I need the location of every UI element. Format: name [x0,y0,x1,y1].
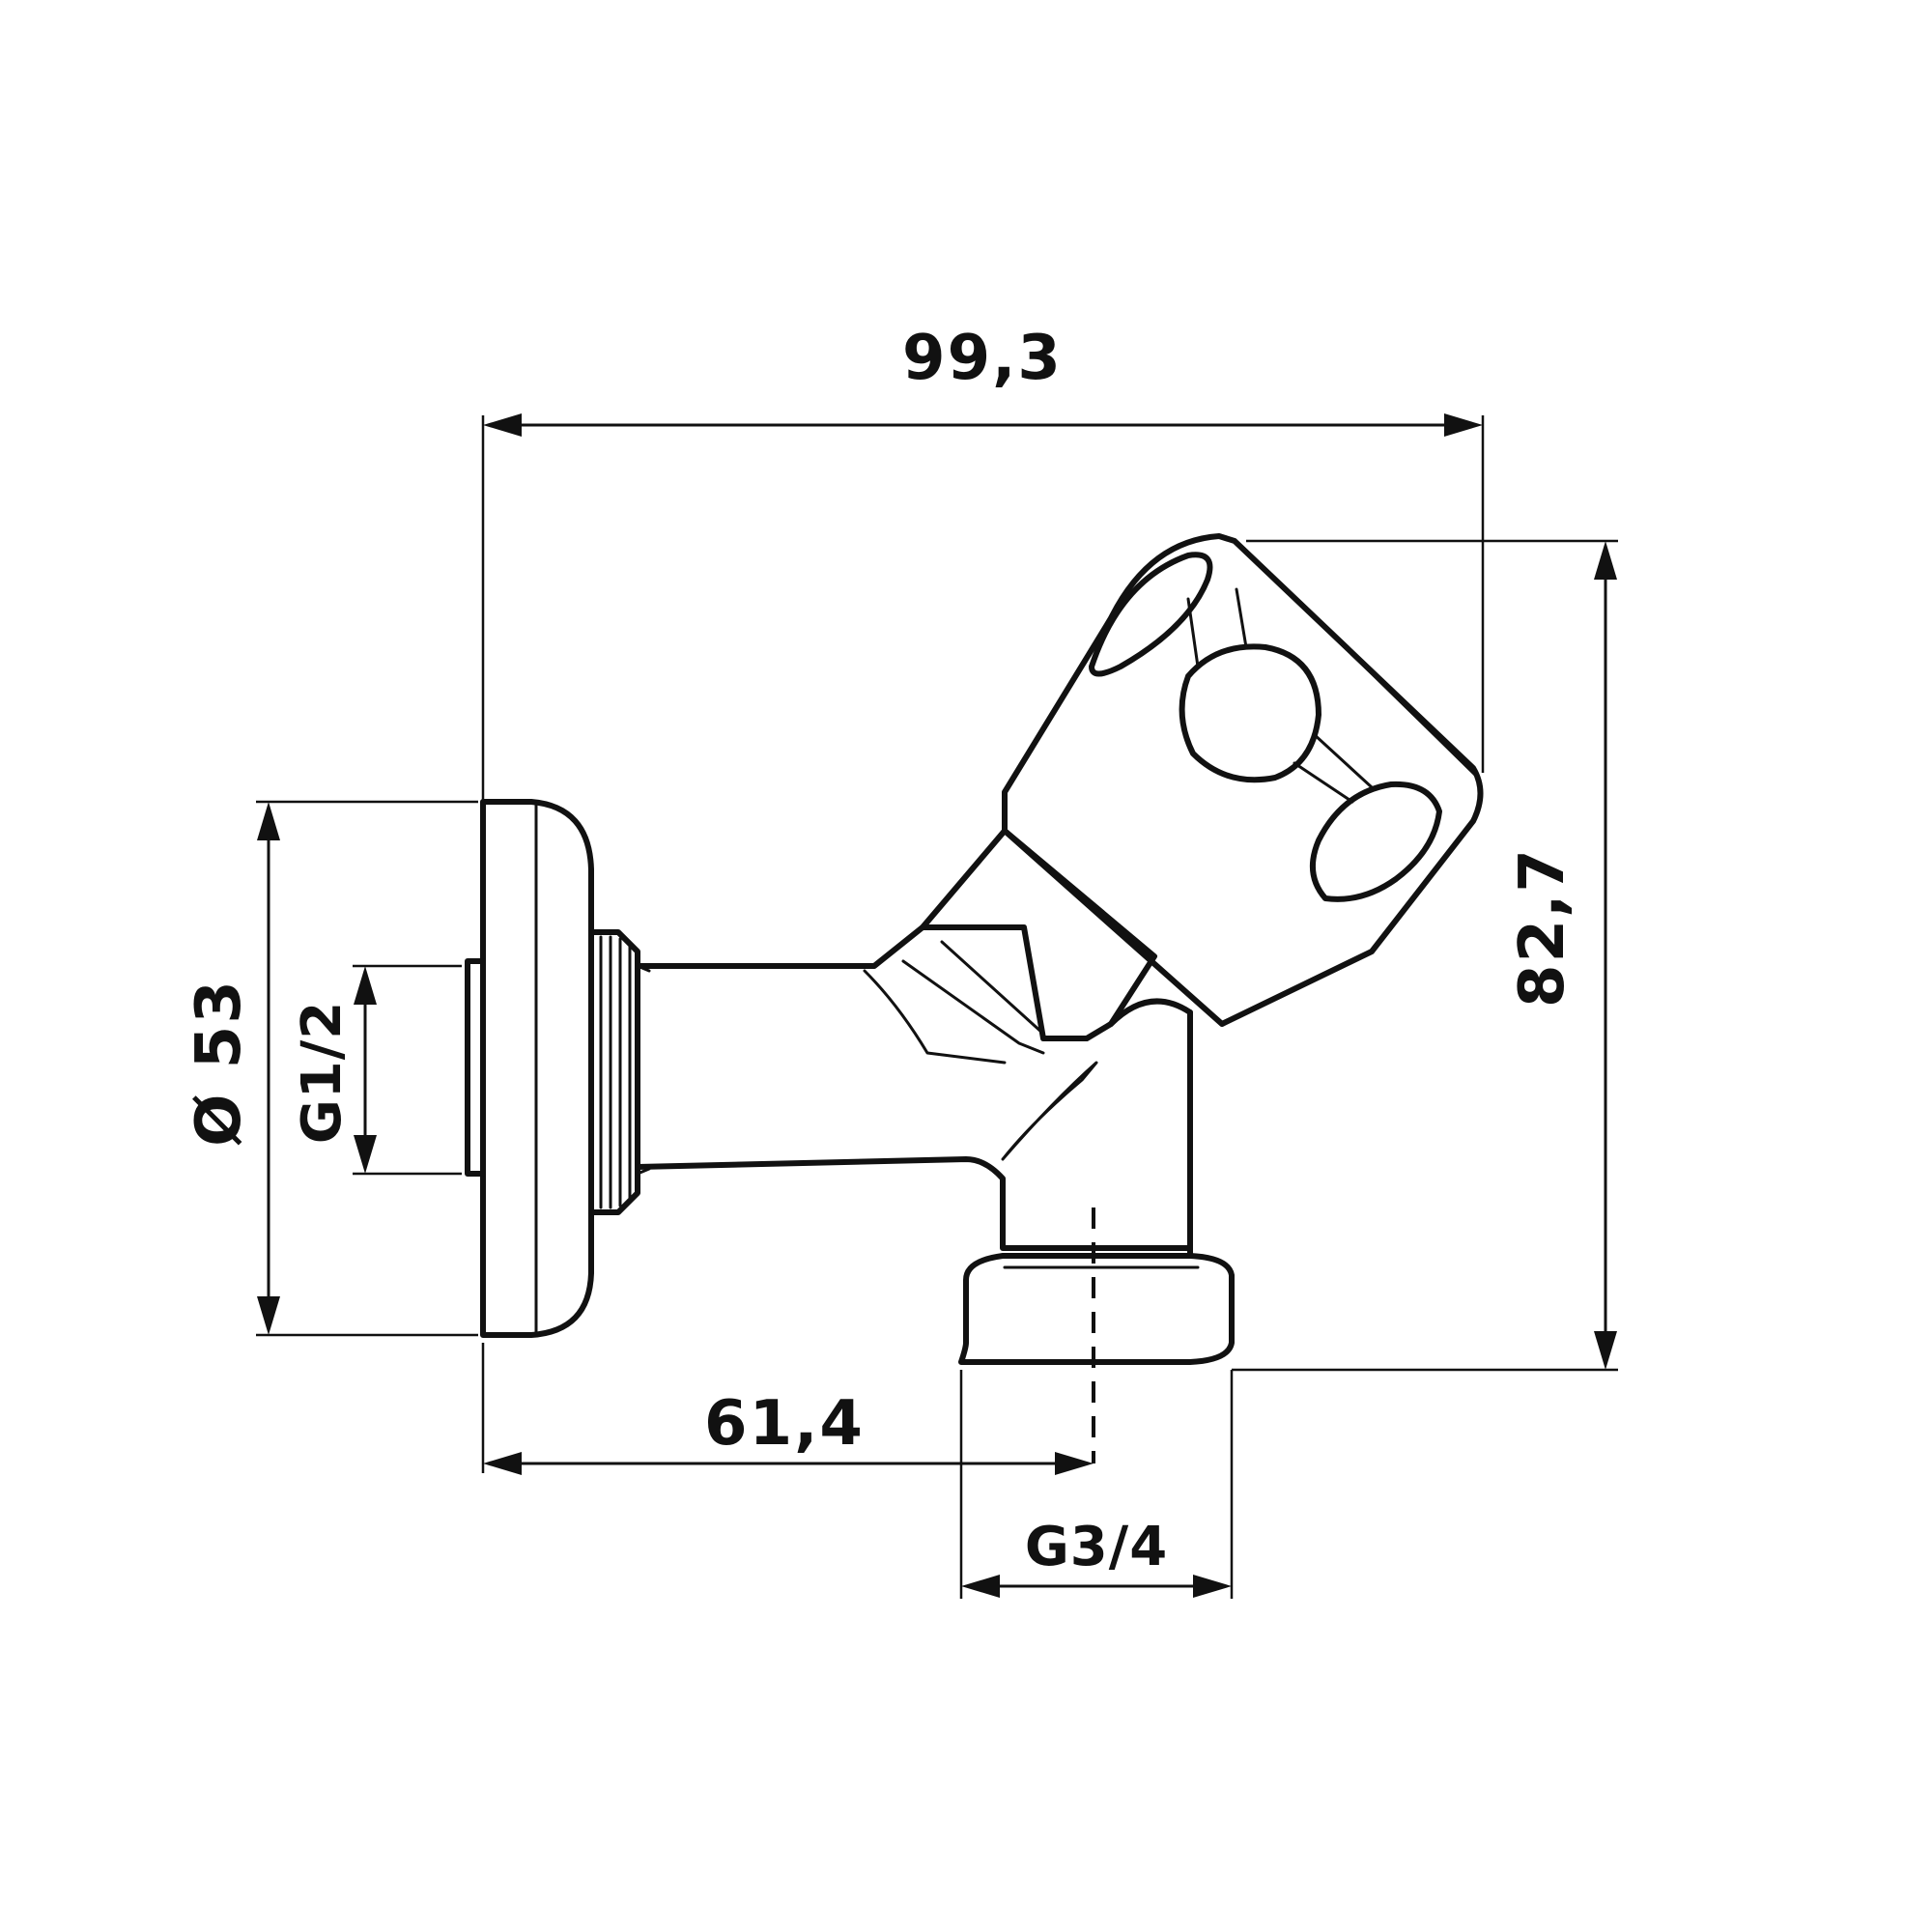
arrowhead-top [1594,541,1617,580]
dimension-label-height: 82,7 [1507,847,1578,1008]
outlet-nut [958,1253,1235,1365]
arrowhead-inlet-top [354,966,377,1005]
grip-hole-bottom [1309,781,1442,902]
arrowhead-inlet-bottom [354,1135,377,1174]
dimension-label-outlet: G3/4 [1025,1516,1168,1578]
arrowhead-left [483,413,522,437]
dimension-overall-height: 82,7 [1232,539,1618,1372]
junction-curve-2 [1001,1061,1098,1161]
stem-edge-line [940,940,1045,1036]
arrowhead-flange-bottom [257,1296,280,1335]
dimension-label-offset: 61,4 [704,1388,865,1460]
grip-hole-middle [1179,643,1321,783]
wall-flange [480,799,594,1338]
inlet-pipe [635,924,1193,1251]
arrowhead-right [1444,413,1483,437]
dimension-label-flange: Ø 53 [184,979,255,1147]
handle-face-edge [1239,544,1480,780]
knurl-line-6 [636,1167,651,1176]
arrowhead-offset-left [483,1452,522,1475]
dimension-outlet-thread: G3/4 [959,1370,1234,1599]
arrowhead-bottom [1594,1331,1617,1370]
handle-head [1002,533,1484,1027]
arrowhead-offset-right [1055,1452,1094,1475]
dimension-label-inlet: G1/2 [291,1001,354,1144]
valve-body [465,533,1484,1365]
dimension-overall-width: 99,3 [481,323,1485,802]
junction-curve-3 [901,959,1045,1055]
junction-curve-1 [863,969,1007,1065]
inlet-thread-stub [465,958,486,1177]
grip-bar-lower [1293,732,1374,804]
arrowhead-outlet-left [961,1575,1000,1598]
dimension-outlet-offset: 61,4 [481,1343,1094,1475]
arrowhead-flange-top [257,802,280,840]
dimension-label-width: 99,3 [902,323,1063,394]
knurled-collar [588,929,640,1215]
dimension-inlet-thread: G1/2 [291,964,462,1176]
arrowhead-outlet-right [1193,1575,1232,1598]
dimension-flange-diameter: Ø 53 [184,800,478,1337]
grip-hole-top [1089,552,1213,677]
grip-bar-upper [1186,587,1248,668]
